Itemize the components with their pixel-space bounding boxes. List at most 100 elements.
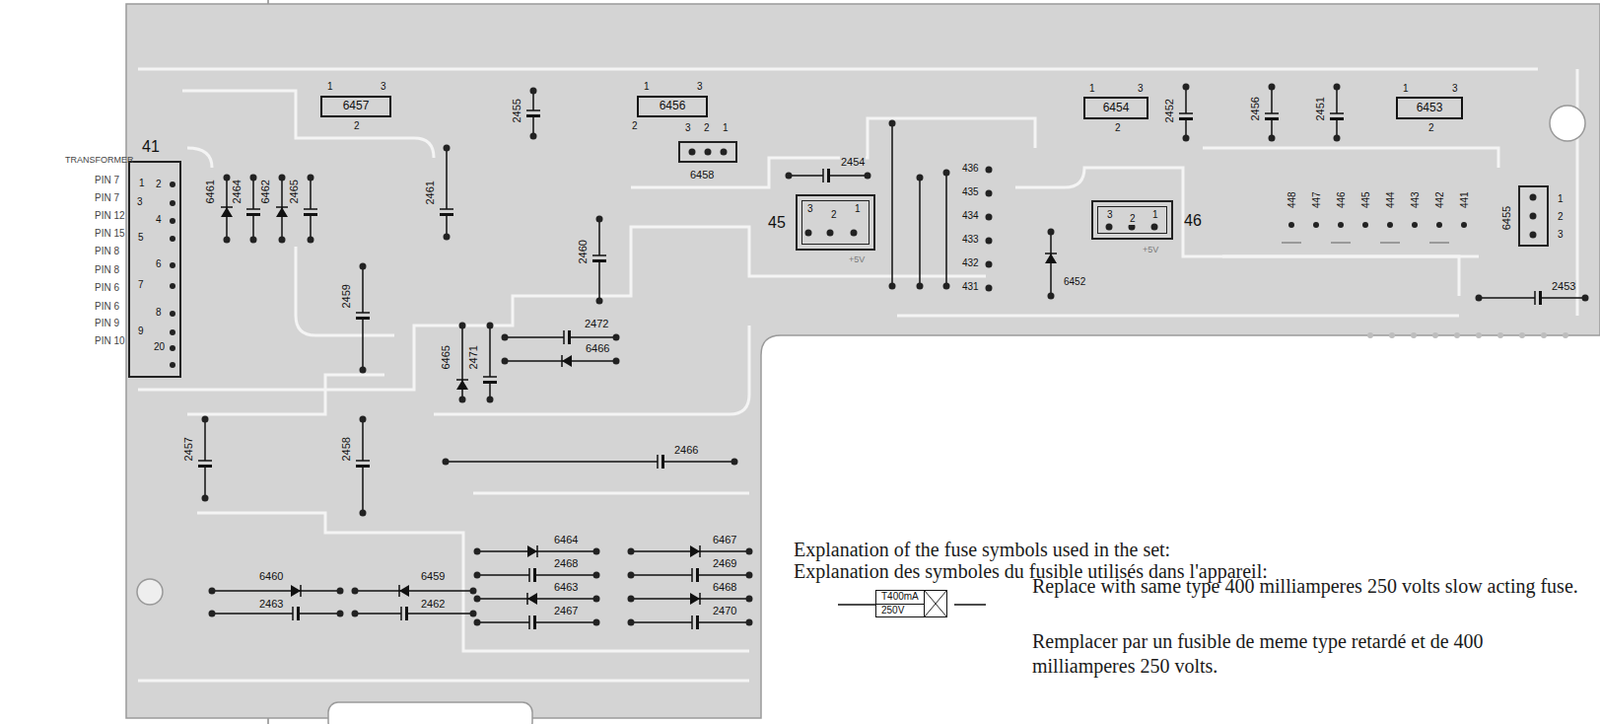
board-label: 2460 [576,238,590,265]
board-label: 6 [154,258,163,271]
edge-label: PIN 7 [94,192,120,205]
board-label: 2469 [711,556,738,570]
board-label: 433 [961,233,980,246]
reference-designator: 6458 [690,168,714,181]
board-label: 431 [961,280,980,293]
part-number: 6457 [343,99,370,113]
board-label: 2454 [839,155,866,169]
board-label: 6452 [1062,276,1087,288]
board-label: 6464 [553,533,579,547]
part-number: 6456 [659,99,687,113]
board-label: 1 [1151,208,1160,221]
board-label: 6459 [419,569,446,583]
board-label: 2464 [230,178,244,205]
header-connector: 6455 [1518,185,1549,247]
board-label: 2459 [340,282,353,309]
edge-label: PIN 9 [94,317,120,330]
edge-label: PIN 12 [94,209,126,222]
board-label: 1 [1401,82,1410,95]
board-label: 5 [137,231,145,244]
board-label: 2453 [1550,279,1577,293]
reference-designator: 6455 [1500,206,1513,230]
board-label: 4 [154,213,163,226]
edge-label: PIN 6 [94,300,120,313]
edge-label: PIN 10 [94,335,126,348]
board-label: 2472 [583,317,610,331]
board-label: 1 [1556,193,1565,206]
board-label: 1 [138,177,146,190]
board-label: 2457 [182,435,196,462]
note-text: Remplacer par un fusible de meme type re… [1032,628,1585,679]
board-label: 20 [152,341,166,353]
board-label: 444 [1384,190,1396,209]
note-text: Replace with same type 400 milliamperes … [1032,573,1585,599]
board-label: 446 [1334,190,1347,209]
edge-label: PIN 8 [94,264,120,277]
board-label: 3 [1451,82,1460,95]
board-label: 6466 [584,342,611,355]
board-label: 3 [684,122,693,135]
reference-designator: 45 [767,213,786,232]
board-label: 2468 [553,556,579,570]
board-label: 2471 [467,344,481,370]
board-label: 1 [642,80,651,93]
header-connector: 6458 [678,140,738,163]
edge-label: PIN 15 [94,227,126,240]
board-label: 445 [1359,190,1372,209]
fuse-cross [923,590,947,617]
board-label: 6462 [259,178,273,205]
board-label: 6461 [204,178,217,205]
fuse-cross-mark [924,590,947,617]
board-label: 3 [1136,82,1145,95]
board-label: 2463 [258,597,284,611]
fuse-symbol: T400mA250V [875,589,948,618]
board-label: 2 [1113,122,1122,135]
board-label: 448 [1285,190,1298,209]
board-label: 6465 [439,344,453,370]
board-label: 3 [1106,208,1114,221]
board-label: 8 [154,306,163,319]
board-label: 1 [326,80,335,93]
board-label: 442 [1433,190,1446,209]
board-label: 2466 [673,443,699,457]
fuse-rating-text: T400mA [876,590,924,605]
edge-label: PIN 6 [94,281,120,294]
voltage-mark: +5V [847,254,866,265]
board-label: 2 [702,122,711,135]
board-label: 447 [1310,190,1322,209]
regulator-ic: 6454 [1083,96,1149,120]
board-label: 6460 [258,569,284,583]
reference-designator: 41 [141,138,160,156]
board-label: 3 [1556,228,1565,241]
voltage-mark: +5V [1141,244,1160,255]
board-label: 435 [961,186,980,199]
board-label: 441 [1458,190,1470,209]
regulator-ic: 6456 [636,95,708,118]
board-label: 3 [379,80,388,93]
fuse-rating: T400mA250V [876,590,924,617]
reference-designator: 46 [1183,211,1202,230]
board-label: 2451 [1314,95,1327,122]
board-label: 2 [630,120,639,133]
board-label: 434 [961,209,980,222]
board-label: 2 [1556,210,1565,223]
part-number: 6453 [1416,101,1444,115]
regulator-ic: 6453 [1395,96,1463,120]
board-label: 2467 [553,604,579,618]
board-label: 2470 [711,604,738,618]
board-label: 432 [961,257,980,270]
board-label: 7 [137,278,145,291]
board-label: 2456 [1249,95,1262,122]
board-label: 3 [136,196,144,209]
board-label: 2 [1128,212,1137,225]
note-text: Explanation of the fuse symbols used in … [793,537,1171,562]
board-label: 3 [806,203,815,215]
board-label: 1 [1088,82,1097,95]
board-label: 3 [695,80,704,93]
board-label: 6467 [711,533,738,547]
board-label: 2458 [340,435,353,462]
regulator-ic: 6457 [320,95,392,118]
fuse-rating-text: 250V [876,604,924,618]
